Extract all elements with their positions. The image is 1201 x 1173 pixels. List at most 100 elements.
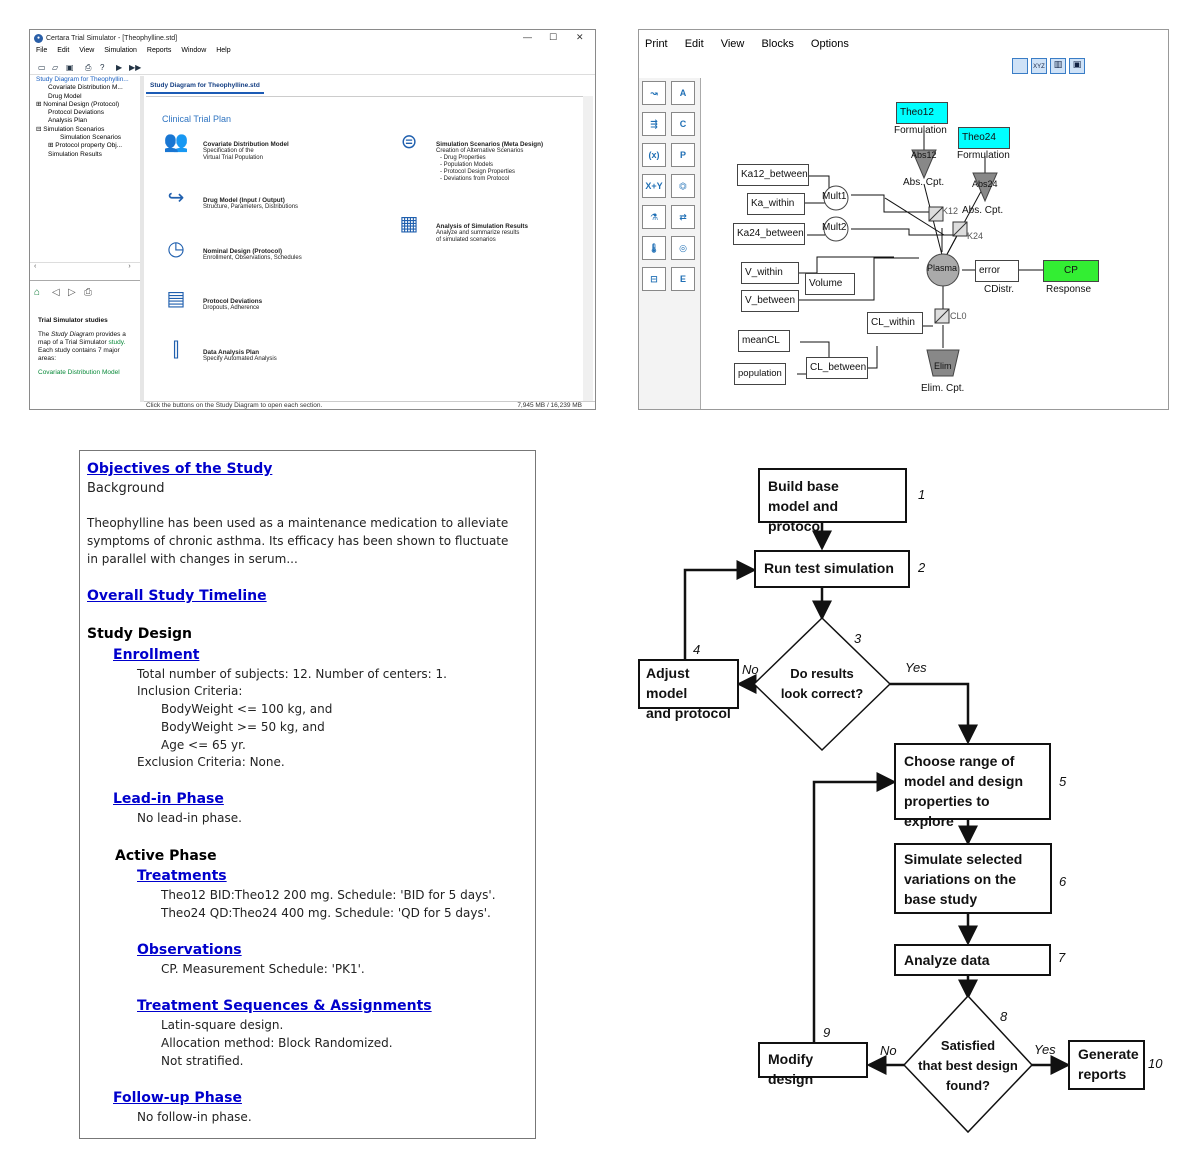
menu-edit[interactable]: Edit	[57, 47, 70, 54]
menu-options[interactable]: Options	[810, 38, 849, 50]
swap-arrows-icon[interactable]: ⇄	[671, 205, 695, 229]
menu-file[interactable]: File	[36, 47, 48, 54]
eye-branch-icon[interactable]: ⇶	[642, 112, 666, 136]
pk-chain-icon[interactable]: ↝	[642, 81, 666, 105]
diagram-vertical-scrollbar[interactable]	[583, 96, 593, 402]
plasma-compartment[interactable]: Plasma	[927, 263, 958, 273]
xyz-icon[interactable]: XYZ	[1031, 58, 1047, 74]
data-analysis-plan-button[interactable]: ⫿ Data Analysis Plan Specify Automated A…	[173, 340, 277, 363]
mean-cl-block[interactable]: meanCL	[738, 330, 790, 352]
ka12-between-block[interactable]: Ka12_between	[737, 164, 809, 186]
trapezoid-icon[interactable]: ⏣	[671, 174, 695, 198]
variable-icon[interactable]: (x)	[642, 143, 666, 167]
theo24-dose-block[interactable]: Theo24	[958, 127, 1010, 149]
menu-print[interactable]: Print	[645, 38, 668, 50]
cl-within-block[interactable]: CL_within	[867, 312, 923, 334]
leadin-link[interactable]: Lead-in Phase	[113, 791, 224, 807]
tree-item-study-diagram[interactable]: Study Diagram for Theophyllin...	[36, 76, 129, 83]
menu-simulation[interactable]: Simulation	[104, 47, 137, 54]
ka24-between-block[interactable]: Ka24_between	[733, 223, 805, 245]
v-between-block[interactable]: V_between	[741, 290, 799, 312]
home-icon[interactable]: ⌂	[34, 287, 41, 298]
mult1-node[interactable]: Mult1	[822, 191, 847, 202]
emax-icon[interactable]: E	[671, 267, 695, 291]
back-icon[interactable]: ◁	[52, 287, 60, 298]
observations-link[interactable]: Observations	[137, 942, 242, 958]
tree-item-simulation-scenarios-child[interactable]: Simulation Scenarios	[60, 134, 122, 142]
ka-within-block[interactable]: Ka_within	[747, 193, 805, 215]
document-a-icon[interactable]: ⊟	[642, 267, 666, 291]
menu-view[interactable]: View	[79, 47, 95, 54]
tree-item-drug-model[interactable]: Drug Model	[48, 92, 82, 100]
close-button[interactable]: ✕	[576, 32, 584, 42]
minimize-button[interactable]: —	[523, 32, 532, 42]
cl-between-block[interactable]: CL_between	[806, 357, 868, 379]
tree-horizontal-scrollbar[interactable]: ‹›	[30, 262, 140, 272]
open-folder-icon[interactable]: ▱	[52, 63, 59, 72]
tree-item-nominal-design[interactable]: ⊞ Nominal Design (Protocol)	[36, 100, 120, 108]
covariate-distribution-button[interactable]: 👥 Covariate Distribution Model Specifica…	[164, 132, 289, 162]
analysis-results-button[interactable]: ▦ Analysis of Simulation Results Analyze…	[400, 214, 528, 244]
maximize-button[interactable]: ☐	[549, 32, 558, 42]
sum-icon[interactable]: X+Y	[642, 174, 666, 198]
elim-compartment[interactable]: Elim	[934, 361, 952, 371]
tree-item-simulation-results[interactable]: Simulation Results	[48, 150, 102, 158]
triangle-a-icon[interactable]: A	[671, 81, 695, 105]
print-icon[interactable]	[1012, 58, 1028, 74]
menu-help[interactable]: Help	[216, 47, 231, 54]
item-title: Nominal Design (Protocol)	[203, 248, 283, 255]
item-line: Virtual Trial Population	[203, 155, 263, 161]
help-link-covariate[interactable]: Covariate Distribution Model	[38, 369, 120, 376]
menu-edit[interactable]: Edit	[684, 38, 704, 50]
menu-window[interactable]: Window	[181, 47, 207, 54]
forward-icon[interactable]: ▷	[68, 287, 76, 298]
sequences-link[interactable]: Treatment Sequences & Assignments	[137, 998, 432, 1014]
volume-block[interactable]: Volume	[805, 273, 855, 295]
mult2-node[interactable]: Mult2	[822, 222, 847, 233]
save-icon[interactable]: ▣	[66, 63, 74, 72]
followup-link[interactable]: Follow-up Phase	[113, 1090, 242, 1106]
item-line: Structure, Parameters, Distributions	[203, 204, 299, 210]
tab-study-diagram[interactable]: Study Diagram for Theophylline.std	[146, 82, 264, 94]
error-block[interactable]: error	[975, 260, 1019, 282]
cp-response-block[interactable]: CP	[1043, 260, 1099, 282]
theo12-dose-block[interactable]: Theo12	[896, 102, 948, 124]
v-within-block[interactable]: V_within	[741, 262, 799, 284]
tree-item-protocol-deviations[interactable]: Protocol Deviations	[48, 109, 104, 117]
item-line: Dropouts, Adherence	[203, 305, 260, 311]
tree-item-protocol-property[interactable]: ⊞ Protocol property Obj...	[48, 142, 123, 150]
menu-blocks[interactable]: Blocks	[761, 38, 794, 50]
c-circle-icon[interactable]: C	[671, 112, 695, 136]
help-link-study[interactable]: study.	[108, 339, 126, 346]
population-block[interactable]: population	[734, 363, 786, 385]
thermometer-icon[interactable]: 🌡	[642, 236, 666, 260]
menu-view[interactable]: View	[720, 38, 745, 50]
bar-chart-icon[interactable]: ▥	[1050, 58, 1066, 74]
timeline-link[interactable]: Overall Study Timeline	[87, 588, 267, 604]
pane-splitter[interactable]	[140, 76, 144, 402]
tree-item-analysis-plan[interactable]: Analysis Plan	[48, 117, 88, 125]
p-circle-icon[interactable]: P	[671, 143, 695, 167]
menu-reports[interactable]: Reports	[146, 47, 172, 54]
step-number: 6	[1059, 874, 1067, 889]
treatments-link[interactable]: Treatments	[137, 868, 227, 884]
drug-model-button[interactable]: ↪ Drug Model (Input / Output) Structure,…	[168, 188, 299, 211]
run-icon[interactable]: ▶	[116, 63, 123, 72]
target-icon[interactable]: ◎	[671, 236, 695, 260]
tree-item-simulation-scenarios[interactable]: ⊟ Simulation Scenarios	[36, 125, 105, 133]
save-icon[interactable]: ▣	[1069, 58, 1085, 74]
tree-item-covariate[interactable]: Covariate Distribution M...	[48, 84, 123, 92]
new-file-icon[interactable]: ▭	[38, 63, 46, 72]
objectives-link[interactable]: Objectives of the Study	[87, 461, 273, 477]
run-all-icon[interactable]: ▶▶	[129, 63, 142, 72]
nominal-design-button[interactable]: ◷ Nominal Design (Protocol) Enrollment, …	[167, 239, 301, 262]
print-icon[interactable]: ⎙	[84, 287, 92, 298]
simulation-scenarios-button[interactable]: ⊜ Simulation Scenarios (Meta Design) Cre…	[401, 132, 543, 183]
flask-icon[interactable]: ⚗	[642, 205, 666, 229]
enrollment-link[interactable]: Enrollment	[113, 647, 200, 663]
tree-item-label: Protocol property Obj...	[55, 142, 123, 150]
protocol-deviations-button[interactable]: ▤ Protocol Deviations Dropouts, Adherenc…	[167, 289, 263, 312]
print-icon[interactable]: ⎙	[85, 63, 92, 72]
help-icon[interactable]: ?	[100, 63, 105, 72]
